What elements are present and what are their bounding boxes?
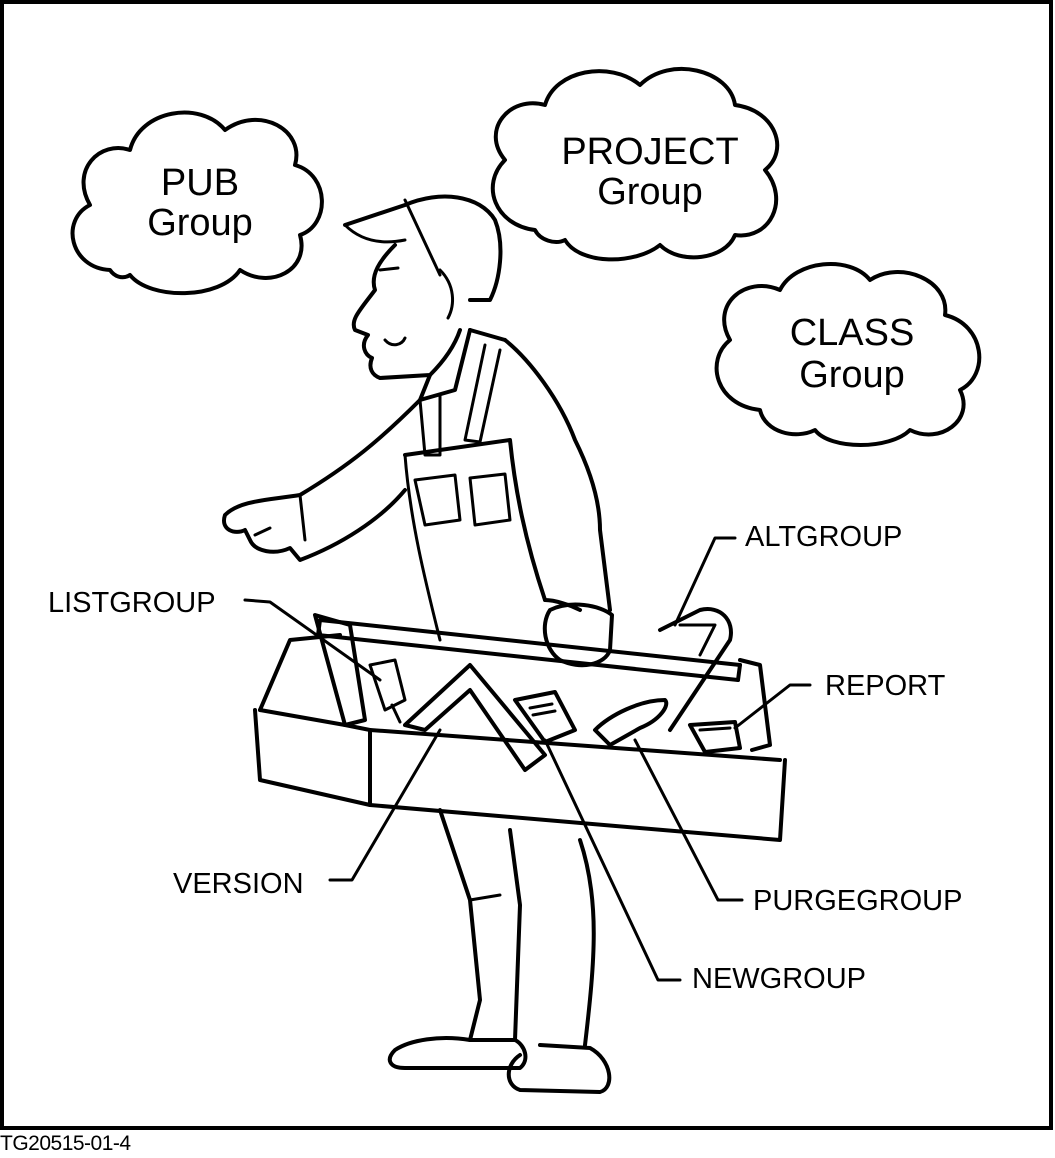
cloud-project-line1: PROJECT	[561, 131, 738, 173]
cloud-class-line1: CLASS	[790, 312, 915, 354]
leader-newgroup	[543, 738, 682, 982]
label-purgegroup: PURGEGROUP	[753, 885, 962, 917]
cloud-pub-line2: Group	[147, 202, 253, 244]
toolbox	[253, 607, 787, 842]
cloud-pub-line1: PUB	[161, 162, 239, 204]
cloud-project-line2: Group	[597, 171, 703, 213]
callout-leaders	[243, 536, 812, 982]
label-altgroup: ALTGROUP	[745, 521, 902, 553]
label-report: REPORT	[825, 670, 946, 702]
cloud-pub: PUB Group	[70, 110, 324, 296]
figure-id: TG20515-01-4	[0, 1132, 131, 1155]
leader-listgroup	[243, 598, 382, 682]
leader-version	[328, 728, 442, 882]
cloud-class-line2: Group	[799, 354, 905, 396]
label-newgroup: NEWGROUP	[692, 963, 866, 995]
cloud-project: PROJECT Group	[490, 67, 780, 262]
leader-report	[733, 683, 812, 730]
worker-figure	[222, 194, 614, 1094]
figure-frame	[0, 0, 1053, 1130]
leader-purgegroup	[633, 738, 744, 902]
leader-altgroup	[673, 536, 737, 627]
tool-labels: ALTGROUP LISTGROUP REPORT VERSION PURGEG…	[48, 521, 962, 995]
cloud-class: CLASS Group	[714, 262, 982, 447]
label-listgroup: LISTGROUP	[48, 587, 216, 619]
label-version: VERSION	[173, 868, 304, 900]
